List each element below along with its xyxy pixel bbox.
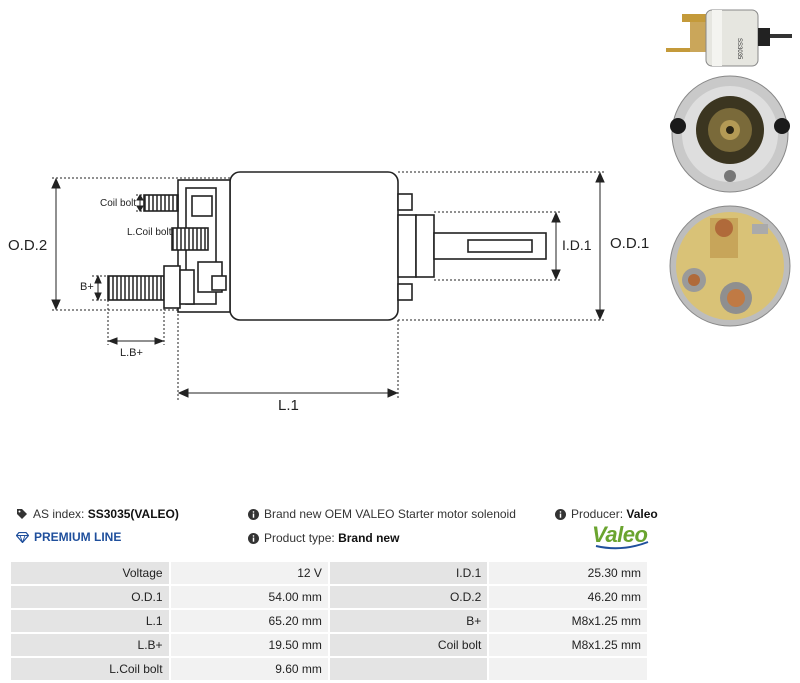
info-icon [248,509,259,520]
photo-front-view [670,75,790,193]
label-l-coil-bolt: L.Coil bolt [127,227,172,238]
solenoid-body [229,171,399,321]
label-coil-bolt: Coil bolt [100,198,136,209]
producer-value: Valeo [626,507,658,521]
spec-value: 12 V [168,560,330,586]
spec-value: 25.30 mm [487,560,649,586]
label-id1: I.D.1 [562,237,592,253]
label-l1: L.1 [278,397,299,414]
photo-rear-view [669,205,791,327]
spec-value [487,656,649,682]
spec-label: L.1 [9,608,171,634]
as-index-value: SS3035(VALEO) [87,507,179,521]
diamond-icon [16,532,29,543]
spec-value: 46.20 mm [487,584,649,610]
info-icon [555,509,566,520]
product-description: Brand new OEM VALEO Starter motor soleno… [248,507,516,521]
spec-value: 65.20 mm [168,608,330,634]
premium-line-badge: PREMIUM LINE [16,530,121,544]
info-icon [248,533,259,544]
label-od1: O.D.1 [610,235,649,252]
spec-value: 9.60 mm [168,656,330,682]
spec-value: 19.50 mm [168,632,330,658]
spec-value: 54.00 mm [168,584,330,610]
product-type-value: Brand new [338,531,400,545]
spec-label: B+ [327,608,490,634]
coil-bolt [143,194,179,212]
producer: Producer: Valeo [555,507,658,521]
spec-label: Coil bolt [327,632,490,658]
spec-value: M8x1.25 mm [487,608,649,634]
spec-label: L.Coil bolt [9,656,171,682]
spec-label: Voltage [9,560,171,586]
valeo-logo: Valeo [592,522,648,547]
photo-side-view: SS3035 [660,4,796,70]
spec-label: O.D.1 [9,584,171,610]
tag-icon [17,509,27,519]
solenoid-dimension-drawing: O.D.2 O.D.1 I.D.1 L.1 L.B+ B+ Coil bolt … [8,171,649,414]
label-lb: L.B+ [120,347,143,359]
svg-text:SS3035: SS3035 [736,38,742,60]
spec-label: O.D.2 [327,584,490,610]
as-index: AS index: SS3035(VALEO) [16,507,179,521]
label-od2: O.D.2 [8,237,47,254]
label-bplus: B+ [80,281,94,293]
plunger-housing [397,214,417,278]
bplus-bolt [107,275,165,301]
spec-value: M8x1.25 mm [487,632,649,658]
spec-label: L.B+ [9,632,171,658]
valeo-logo-swoosh [595,541,649,550]
spec-label: I.D.1 [327,560,490,586]
spec-label [327,656,490,682]
product-type: Product type: Brand new [248,531,399,545]
